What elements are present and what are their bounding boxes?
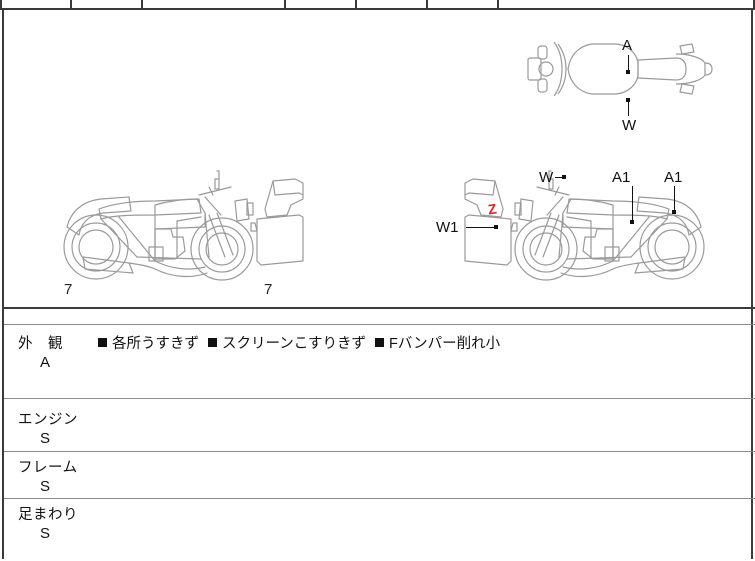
leader-w-top-view: [628, 100, 629, 116]
condition-label-frame: フレーム: [18, 460, 78, 476]
condition-label-suspension: 足まわり: [18, 507, 78, 523]
marker-dot-a1-frame: [630, 220, 634, 224]
header-cell-3: [143, 0, 286, 8]
note-item-1: 各所うすきず: [98, 336, 199, 352]
header-cell-2: [72, 0, 143, 8]
diagram-area: A W: [4, 10, 755, 305]
rule-after-exterior: [4, 398, 755, 399]
motorcycle-right-side-view: [459, 165, 709, 290]
motorcycle-top-view: [524, 32, 714, 117]
condition-row-exterior: 外 観 A 各所うすきず スクリーンこすりきず Fバンパー削れ小: [4, 326, 755, 398]
note-text-1: 各所うすきず: [112, 336, 199, 352]
label-a1-frame: A1: [612, 169, 631, 186]
header-cell-1: [2, 0, 72, 8]
rule-after-engine: [4, 451, 755, 452]
marker-dot-a-top-view: [626, 70, 630, 74]
condition-grade-frame: S: [40, 478, 51, 495]
header-cell-7: [499, 0, 753, 8]
header-cell-4: [286, 0, 357, 8]
label-w1-right-view: W1: [436, 219, 459, 236]
note-text-2: スクリーンこすりきず: [222, 336, 366, 352]
rule-after-frame: [4, 498, 755, 499]
header-cell-6: [428, 0, 499, 8]
note-text-3: Fバンパー削れ小: [388, 336, 501, 352]
label-7-front-left-view: 7: [264, 281, 273, 298]
label-a-top-view: A: [622, 37, 633, 54]
bullet-square-icon: [98, 338, 107, 347]
leader-w1-right-view: [466, 227, 498, 228]
note-item-3: Fバンパー削れ小: [374, 336, 501, 352]
condition-notes-exterior: 各所うすきず スクリーンこすりきず Fバンパー削れ小: [98, 332, 509, 353]
bullet-square-icon: [374, 338, 384, 347]
marker-dot-a1-tail: [672, 210, 676, 214]
main-panel: A W: [2, 10, 755, 559]
marker-dot-w-right-view: [562, 175, 566, 179]
condition-grade-engine: S: [40, 430, 51, 447]
condition-grade-suspension: S: [40, 525, 51, 542]
condition-row-frame: フレーム S: [4, 450, 755, 498]
condition-grade-exterior: A: [40, 354, 51, 371]
condition-row-engine: エンジン S: [4, 402, 755, 451]
scratch-mark-z: Z: [486, 200, 498, 218]
condition-label-engine: エンジン: [18, 412, 78, 428]
rule-condition-top: [4, 324, 755, 325]
condition-row-suspension: 足まわり S: [4, 497, 755, 557]
leader-a-top-view: [628, 55, 629, 72]
condition-label-exterior: 外 観: [18, 336, 63, 352]
rule-above-condition-table: [4, 307, 755, 309]
label-a1-tail: A1: [664, 169, 683, 186]
bullet-square-icon: [208, 338, 217, 347]
label-7-rear-left-view: 7: [64, 281, 73, 298]
leader-a1-frame: [632, 186, 633, 222]
label-w-top-view: W: [622, 117, 637, 134]
header-cell-5: [357, 0, 428, 8]
header-table-truncated: [0, 0, 755, 10]
leader-w-right-view: [555, 177, 565, 178]
label-w-right-view: W: [539, 169, 554, 186]
note-item-2: スクリーンこすりきず: [208, 336, 366, 352]
motorcycle-left-side-view: [59, 165, 309, 290]
marker-dot-w1: [494, 225, 498, 229]
leader-a1-tail: [674, 186, 675, 212]
